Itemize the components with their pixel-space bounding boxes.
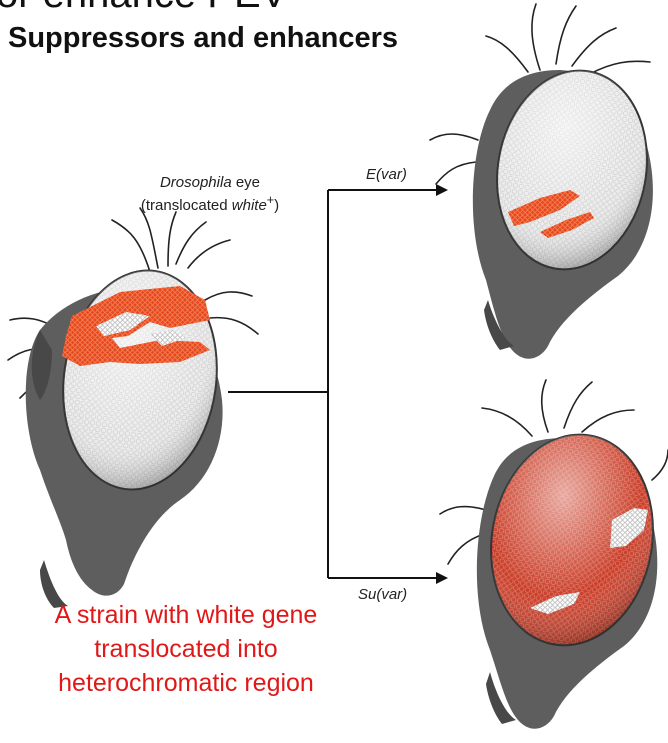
enhancer-fly-head (430, 4, 662, 359)
caption-line: A strain with white gene (0, 598, 372, 632)
caption-line: translocated into (0, 632, 372, 666)
source-fly-head (8, 208, 258, 608)
branch-connector (228, 190, 438, 578)
translocation-note: (translocated white+) (141, 197, 279, 214)
caption-line: heterochromatic region (0, 666, 372, 700)
source-fly-label: Drosophila eye (translocated white+) (120, 174, 300, 216)
enhancer-label: E(var) (366, 166, 407, 183)
arrowhead-bottom (436, 572, 448, 584)
suppressor-fly-head (440, 380, 668, 729)
strain-caption: A strain with white gene translocated in… (0, 598, 372, 700)
genus-name: Drosophila eye (160, 174, 260, 191)
arrowhead-top (436, 184, 448, 196)
